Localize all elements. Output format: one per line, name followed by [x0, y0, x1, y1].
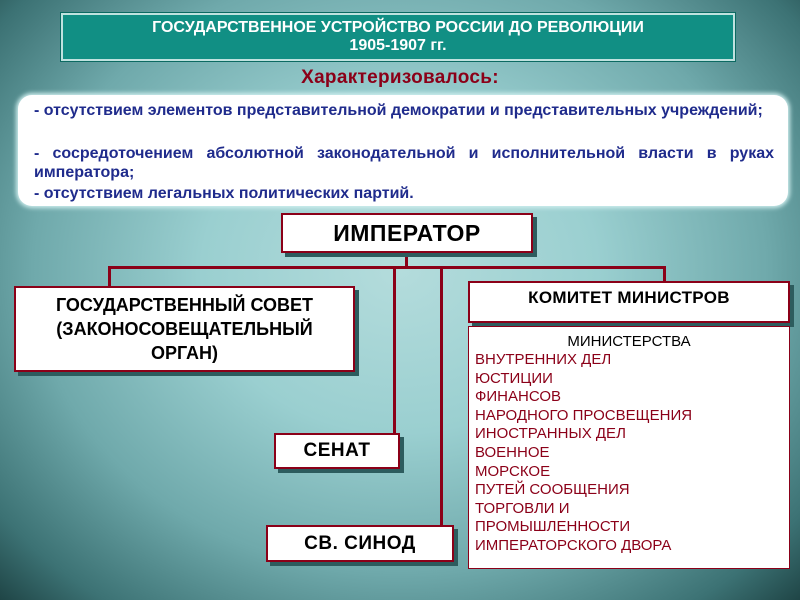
characteristic-item: - отсутствием легальных политических пар… [34, 185, 414, 202]
synod-box: СВ. СИНОД [266, 525, 454, 562]
characteristics-heading: Характеризовалось: [301, 67, 499, 88]
connector-synod [440, 266, 443, 526]
characteristic-item: - сосредоточением абсолютной законодател… [34, 145, 774, 181]
ministry-item: ПУТЕЙ СООБЩЕНИЯ [475, 481, 630, 499]
synod-label: СВ. СИНОД [304, 532, 416, 554]
ministry-item: НАРОДНОГО ПРОСВЕЩЕНИЯ [475, 406, 693, 424]
committee-label: КОМИТЕТ МИНИСТРОВ [528, 288, 730, 307]
slide-title: ГОСУДАРСТВЕННОЕ УСТРОЙСТВО РОССИИ ДО РЕВ… [60, 12, 736, 62]
ministry-item: МОРСКОЕ [475, 462, 551, 480]
committee-of-ministers-box: КОМИТЕТ МИНИСТРОВ [468, 281, 790, 323]
connector-horizontal-bar [108, 266, 666, 269]
characteristics-box: - отсутствием элементов представительной… [18, 95, 788, 206]
characteristic-item: - отсутствием элементов представительной… [34, 102, 763, 119]
senate-box: СЕНАТ [274, 433, 400, 469]
ministry-item: ФИНАНСОВ [475, 388, 562, 406]
slide-title-line2: 1905-1907 гг. [349, 37, 447, 54]
connector-council [108, 266, 111, 287]
ministry-item: ИМПЕРАТОРСКОГО ДВОРА [475, 536, 672, 554]
ministry-item: ВОЕННОЕ [475, 443, 550, 461]
state-council-line3: ОРГАН) [150, 343, 219, 363]
senate-label: СЕНАТ [303, 440, 371, 461]
ministries-list: ВНУТРЕННИХ ДЕЛ ЮСТИЦИИ ФИНАНСОВ НАРОДНОГ… [475, 351, 789, 556]
connector-senate [393, 266, 396, 434]
state-council-box: ГОСУДАРСТВЕННЫЙ СОВЕТ (ЗАКОНОСОВЕЩАТЕЛЬН… [14, 286, 355, 372]
state-council-line2: (ЗАКОНОСОВЕЩАТЕЛЬНЫЙ [56, 319, 313, 339]
state-council-line1: ГОСУДАРСТВЕННЫЙ СОВЕТ [55, 295, 314, 315]
ministry-item: ИНОСТРАННЫХ ДЕЛ [475, 425, 626, 443]
connector-emperor-down [405, 253, 408, 269]
ministry-item: ЮСТИЦИИ [475, 369, 553, 387]
connector-committee [663, 266, 666, 282]
ministry-item: ВНУТРЕННИХ ДЕЛ [475, 351, 612, 368]
slide-title-line1: ГОСУДАРСТВЕННОЕ УСТРОЙСТВО РОССИИ ДО РЕВ… [152, 19, 644, 36]
ministries-title: МИНИСТЕРСТВА [567, 333, 691, 350]
ministries-box: МИНИСТЕРСТВА ВНУТРЕННИХ ДЕЛ ЮСТИЦИИ ФИНА… [468, 326, 790, 569]
emperor-box: ИМПЕРАТОР [281, 213, 533, 253]
ministry-item: ТОРГОВЛИ И [475, 499, 570, 517]
emperor-label: ИМПЕРАТОР [333, 219, 481, 246]
ministry-item: ПРОМЫШЛЕННОСТИ [475, 518, 631, 536]
